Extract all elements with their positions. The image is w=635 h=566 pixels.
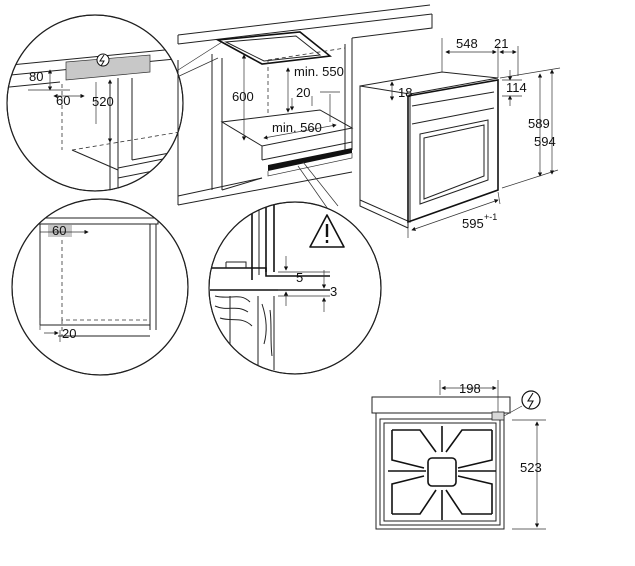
oven-595-tolerance-label: +-1 (484, 212, 497, 222)
oven-595-label: 595 (462, 216, 484, 231)
oven-589-label: 589 (528, 116, 550, 131)
hob-523-label: 523 (520, 460, 542, 475)
oven-drawing: 548 21 18 114 589 594 595 +-1 (359, 36, 561, 238)
hob-top-view: 198 523 (371, 380, 546, 530)
c2-20-label: 20 (62, 326, 76, 341)
cabinet-20-label: 20 (296, 85, 310, 100)
oven-18-label: 18 (398, 85, 412, 100)
c1-80-label: 80 (29, 69, 43, 84)
oven-21-label: 21 (494, 36, 508, 51)
detail-circle-warning: 5 3 (208, 201, 382, 375)
c2-60-label: 60 (52, 223, 66, 238)
oven-594-label: 594 (534, 134, 556, 149)
c1-520-label: 520 (92, 94, 114, 109)
oven-548-label: 548 (456, 36, 478, 51)
warning-triangle-icon (309, 214, 345, 248)
cabinet-min560-label: min. 560 (272, 120, 322, 135)
hob-electrical-connection-icon (521, 390, 541, 410)
oven-114-label: 114 (506, 80, 527, 95)
detail-circle-side: 60 20 (11, 198, 189, 376)
cabinet-drawing: 600 min. 550 20 min. 560 (177, 4, 433, 206)
c1-60-label: 60 (56, 93, 70, 108)
detail-circle-top: 80 60 520 (6, 14, 184, 192)
cabinet-min550-label: min. 550 (294, 64, 344, 79)
c3-5-label: 5 (296, 270, 303, 285)
c3-3-label: 3 (330, 284, 337, 299)
cabinet-depth-600-label: 600 (232, 89, 254, 104)
hob-198-label: 198 (459, 381, 481, 396)
electrical-connection-icon (96, 53, 110, 67)
